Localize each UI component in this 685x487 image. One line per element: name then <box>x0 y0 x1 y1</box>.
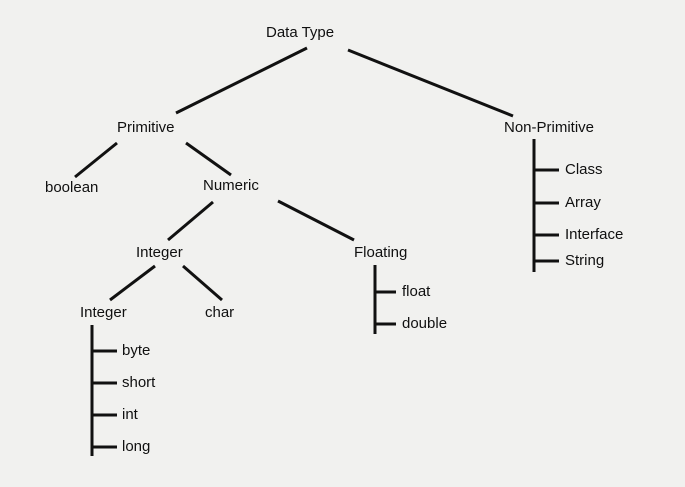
edge-primitive-numeric <box>185 141 232 177</box>
node-data-type: Data Type <box>266 24 335 41</box>
node-integer-top: Integer <box>136 244 183 261</box>
edge-integer-char <box>182 264 223 302</box>
edge-numeric-integer <box>167 200 214 242</box>
edge-numeric-floating <box>277 199 355 242</box>
node-char: char <box>205 304 235 321</box>
node-integer-sub: Integer <box>80 304 127 321</box>
node-floating: Floating <box>354 244 408 261</box>
node-double: double <box>402 315 448 332</box>
node-string: String <box>565 252 605 269</box>
node-float: float <box>402 283 431 300</box>
node-short: short <box>122 374 156 391</box>
node-non-primitive: Non-Primitive <box>504 119 595 136</box>
node-array: Array <box>565 194 601 211</box>
node-long: long <box>122 438 151 455</box>
node-primitive: Primitive <box>117 119 175 136</box>
edge-datatype-nonprimitive <box>347 48 514 118</box>
node-interface: Interface <box>565 226 624 243</box>
node-int: int <box>122 406 138 423</box>
node-byte: byte <box>122 342 151 359</box>
node-boolean: boolean <box>45 179 99 196</box>
edge-datatype-primitive <box>175 46 308 115</box>
node-numeric: Numeric <box>203 177 259 194</box>
edge-integer-integer <box>109 264 156 302</box>
edge-primitive-boolean <box>74 141 118 179</box>
node-class: Class <box>565 161 603 178</box>
